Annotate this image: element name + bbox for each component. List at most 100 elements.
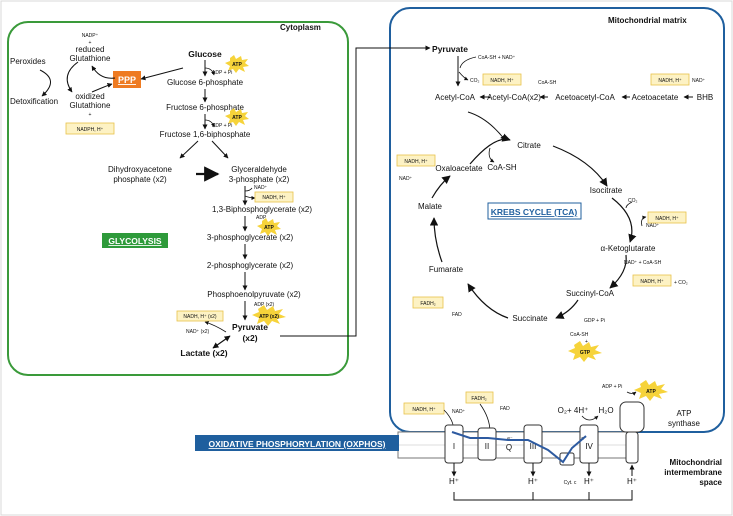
oxaloacetate-to-citrate-arrow: [469, 133, 511, 165]
nadh-to-lactate-arrow: [204, 321, 227, 333]
succinate-to-fumarate-arrow: [467, 283, 509, 319]
proton-gradient-line: [453, 490, 633, 501]
akg-label: α-Ketoglutarate: [601, 244, 656, 253]
glycolysis-header: GLYCOLYSIS: [108, 236, 162, 246]
coash-label-1: CoA-SH: [538, 80, 557, 86]
gap-label-1: Glyceraldehyde: [231, 165, 287, 174]
co2-tag-label: + CO₂: [674, 280, 688, 286]
complex-i-label: I: [453, 442, 455, 451]
malate-to-oxaloacetate-arrow: [431, 175, 451, 199]
reduced-label: reduced: [76, 45, 105, 54]
intermembrane-label-1: Mitochondrial: [670, 458, 722, 467]
acetoacetylcoa-label: Acetoacetyl-CoA: [555, 93, 615, 102]
f6p-label: Fructose 6-phosphate: [166, 103, 244, 112]
co2-out-idh: [625, 201, 633, 209]
pyruvate-label-1: Pyruvate: [232, 322, 268, 332]
oxidized-to-ppp-arrow: [91, 83, 113, 93]
nadh-box-mdh: [396, 154, 436, 167]
cytoplasm-compartment: [7, 21, 349, 376]
plus-label-krebs: +: [585, 339, 588, 345]
peroxides-label: Peroxides: [10, 57, 46, 66]
nadh-x2-box: [176, 310, 224, 322]
krebs-header-box: [487, 202, 582, 220]
krebs-co2-label-2: CO₂: [628, 198, 638, 204]
succinylcoa-to-succinate-arrow: [555, 299, 579, 319]
plus-label-2: +: [89, 112, 92, 118]
cytoplasm-label: Cytoplasm: [280, 23, 321, 32]
atp-burst-1: [225, 55, 249, 73]
isocitrate-to-akg-arrow: [611, 197, 637, 243]
gtp-burst: [568, 341, 602, 362]
hplus-label-1: H⁺: [449, 477, 459, 486]
lactate-label: Lactate (x2): [180, 348, 227, 358]
ppp-branch: NADP⁺ + reduced Glutathione Peroxides De…: [10, 33, 184, 135]
oxphos-header-box: [195, 435, 399, 451]
atp-label-2: ATP: [232, 115, 242, 121]
atp-synthesis-arrow: [626, 391, 637, 396]
atp-consume-2: [204, 119, 215, 128]
acetylcoa-label: Acetyl-CoA: [435, 93, 476, 102]
nadh-box-glyco: [254, 191, 294, 203]
coash-label-3: CoA-SH: [570, 332, 589, 338]
ppp-box: [113, 71, 141, 88]
nad-label-oxphos: NAD⁺: [452, 409, 466, 415]
o2-label: O₂+ 4H⁺: [558, 406, 589, 415]
oxygen-reduction-arrow: [581, 415, 599, 421]
reduced-glutathione-label: Glutathione: [70, 54, 111, 63]
plus-label: +: [89, 40, 92, 46]
nadh-label-glyco: NADH, H⁺: [262, 195, 286, 201]
nadh-label-akgdh: NADH, H⁺: [640, 279, 664, 285]
adp-pi-label-oxphos: ADP + Pi: [602, 384, 622, 390]
nadh-box-oxphos: [403, 402, 445, 415]
electron-label-2: e⁻: [581, 436, 587, 442]
nadh-label-mdh: NADH, H⁺: [404, 159, 428, 165]
coash-in: [459, 56, 477, 69]
hplus-label-4: H⁺: [627, 477, 637, 486]
nad-coash-label: NAD⁺ + CoA-SH: [624, 260, 662, 266]
split-left-arrow: [179, 140, 199, 159]
h2o-label: H₂O: [598, 406, 613, 415]
complex-iv-label: IV: [585, 442, 593, 451]
pep-label: Phosphoenolpyruvate (x2): [207, 290, 301, 299]
fadh2-label-krebs: FADH₂: [420, 301, 435, 307]
ppp-to-reduced-arrow: [91, 65, 116, 79]
pyruvate-label-2: (x2): [242, 333, 257, 343]
nadp-label: NADP⁺: [82, 33, 99, 39]
fad-label-oxphos: FAD: [500, 406, 510, 412]
intermembrane-label-2: intermembrane: [664, 468, 722, 477]
oxidized-label: oxidized: [75, 92, 104, 101]
fumarate-label: Fumarate: [429, 265, 464, 274]
pyruvate-transport-arrow: [280, 45, 431, 337]
nadh-box-bhb: [650, 73, 690, 86]
atp-burst-2: [225, 108, 249, 126]
pyruvate-lactate-arrow: [212, 335, 231, 349]
atp-synthase-head: [619, 401, 645, 433]
g6p-to-ppp-arrow: [140, 67, 184, 81]
isocitrate-label: Isocitrate: [590, 186, 623, 195]
gap-label-2: 3-phosphate (x2): [229, 175, 290, 184]
hplus-label-2: H⁺: [528, 477, 538, 486]
co2-out: [458, 71, 469, 81]
krebs-header: KREBS CYCLE (TCA): [491, 207, 578, 217]
nadh-label-idh: NADH, H⁺: [655, 216, 679, 222]
nadh-label-oxphos: NADH, H⁺: [412, 407, 436, 413]
atp-consume-1: [204, 67, 215, 76]
cytc-label: Cyt. c: [564, 480, 577, 486]
krebs-co2-label-1: CO₂: [470, 78, 480, 84]
atp-synthase-stalk: [625, 431, 639, 464]
g6p-label: Glucose 6-phosphate: [167, 78, 244, 87]
nadh-out: [244, 195, 256, 200]
nad-x2-label: NAD⁺ (x2): [186, 329, 210, 335]
nadh-label-bhb: NADH, H⁺: [658, 78, 682, 84]
atp-burst-3: [257, 218, 281, 236]
nadh-out-idh: [641, 215, 647, 227]
oxaloacetate-label: Oxaloacetate: [435, 164, 483, 173]
acetoacetate-label: Acetoacetate: [632, 93, 679, 102]
matrix-label: Mitochondrial matrix: [608, 16, 687, 25]
coash-release-arrow: [488, 147, 495, 163]
adp-x2-label: ADP (x2): [254, 302, 275, 308]
split-right-arrow: [211, 140, 229, 159]
nad-label-mdh: NAD⁺: [399, 176, 413, 182]
